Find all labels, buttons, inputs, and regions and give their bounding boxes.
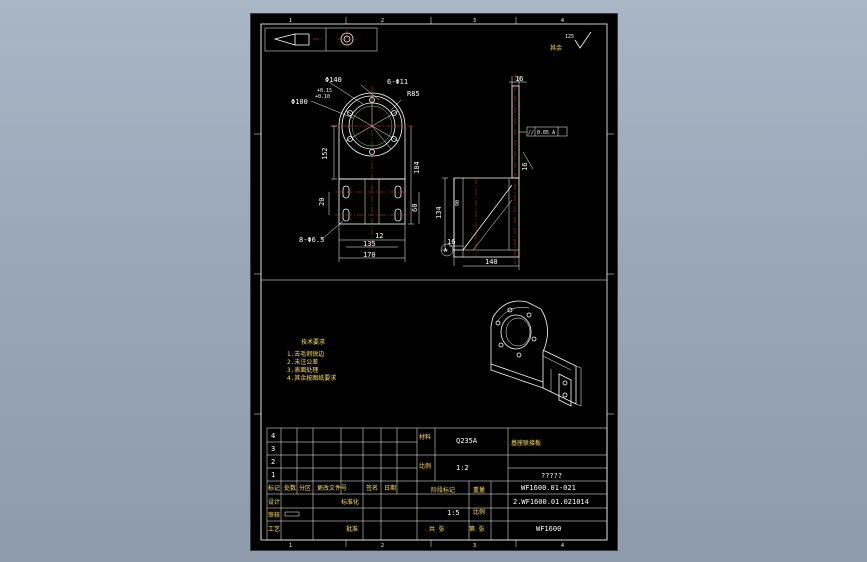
grid-ticks xyxy=(254,17,614,547)
dim-w170: 170 xyxy=(363,251,376,259)
weight-label: 重量 xyxy=(473,486,485,494)
dim-w140: 140 xyxy=(485,258,498,266)
drawing-canvas: 1 2 3 4 1 2 3 4 125 其余 xyxy=(254,17,614,549)
grid-label-bottom-1: 1 xyxy=(289,543,292,549)
dim-tol-upper: +0.15 xyxy=(317,88,332,94)
geo-tolerance: // 0.05 A xyxy=(528,130,555,136)
sheet-scale: 1:5 xyxy=(447,509,460,517)
notes-line-3: 3.表面处理 xyxy=(287,366,318,374)
scale-label: 比例 xyxy=(419,462,431,470)
product-code: WF1600 xyxy=(536,525,561,533)
part-name: 基座联接板 xyxy=(511,439,541,447)
side-view xyxy=(440,74,568,270)
datum-label: A xyxy=(444,248,447,254)
notes-line-1: 1.去毛刺锐边 xyxy=(287,350,324,358)
notes-line-2: 2.未注公差 xyxy=(287,358,318,366)
dim-h60: 60 xyxy=(411,204,419,212)
header-count: 处数 xyxy=(284,484,296,492)
roughness-value: 125 xyxy=(565,34,574,40)
notes-line-4: 4.其余按图纸要求 xyxy=(287,374,336,382)
rev-row-3: 3 xyxy=(271,445,275,453)
grid-label-bottom-2: 2 xyxy=(381,543,384,549)
dim-w16: 16 xyxy=(447,238,455,246)
stage-mark-label: 阶段标记 xyxy=(431,486,455,494)
dim-h134: 134 xyxy=(435,206,443,219)
rev-row-4: 4 xyxy=(271,432,275,440)
mass-value: ????? xyxy=(541,472,562,480)
grid-label-bottom-4: 4 xyxy=(561,543,564,549)
dim-h20: 20 xyxy=(318,198,326,206)
header-signature: 签名 xyxy=(366,484,378,492)
header-mark: 标记 xyxy=(268,484,280,492)
header-zone: 分区 xyxy=(299,484,311,492)
roughness-symbol: 125 其余 xyxy=(550,31,592,52)
ratio-label: 比例 xyxy=(473,508,485,516)
dim-r85: R85 xyxy=(407,90,420,98)
dim-d140: Φ140 xyxy=(325,76,342,84)
grid-label-top-2: 2 xyxy=(381,18,384,24)
dim-t16-top: 16 xyxy=(515,75,523,83)
material-label: 材料 xyxy=(419,433,431,441)
dim-holes-top: 6-Φ11 xyxy=(387,78,408,86)
std-label: 标准化 xyxy=(341,498,359,506)
title-block xyxy=(266,427,608,541)
drawing-sheet: 1 2 3 4 1 2 3 4 125 其余 xyxy=(250,13,618,551)
rev-row-1: 1 xyxy=(271,471,275,479)
sign-row-process: 工艺 xyxy=(268,525,280,533)
technical-notes: 技术要求 1.去毛刺锐边 2.未注公差 3.表面处理 4.其余按图纸要求 xyxy=(287,338,336,382)
assembly-number: 2.WF1600.01.021014 xyxy=(513,498,589,506)
roughness-rest-label: 其余 xyxy=(550,44,562,52)
projection-symbol xyxy=(264,27,378,52)
isometric-view xyxy=(490,300,582,407)
grid-label-top-4: 4 xyxy=(561,18,564,24)
dim-v90: 90 xyxy=(455,200,461,206)
dim-w12: 12 xyxy=(375,232,383,240)
drawing-number: WF1600.01-021 xyxy=(521,484,576,492)
dim-holes-bottom: 8-Φ6.5 xyxy=(299,236,324,244)
notes-title: 技术要求 xyxy=(301,338,325,346)
scale-value: 1:2 xyxy=(456,464,469,472)
rev-row-2: 2 xyxy=(271,458,275,466)
dim-tol-lower: +0.10 xyxy=(315,94,330,100)
dim-w135: 135 xyxy=(363,240,376,248)
approve-label: 批准 xyxy=(346,525,358,533)
grid-label-top-1: 1 xyxy=(289,18,292,24)
grid-label-top-3: 3 xyxy=(473,18,476,24)
material-value: Q235A xyxy=(456,437,478,445)
grid-label-bottom-3: 3 xyxy=(473,543,476,549)
header-change-doc: 更改文件号 xyxy=(317,484,347,492)
header-date: 日期 xyxy=(384,484,396,492)
sign-row-review: 审核 xyxy=(268,511,280,519)
front-view xyxy=(310,81,420,262)
sign-row-design: 设计 xyxy=(268,498,280,506)
dim-h152: 152 xyxy=(321,147,329,160)
sheet-count-current: 第 张 xyxy=(469,525,485,533)
sheet-count-total: 共 张 xyxy=(429,525,445,533)
dim-t16-side: 16 xyxy=(521,163,529,171)
dim-d100: Φ100 xyxy=(291,98,308,106)
dim-h184: 184 xyxy=(413,161,421,174)
